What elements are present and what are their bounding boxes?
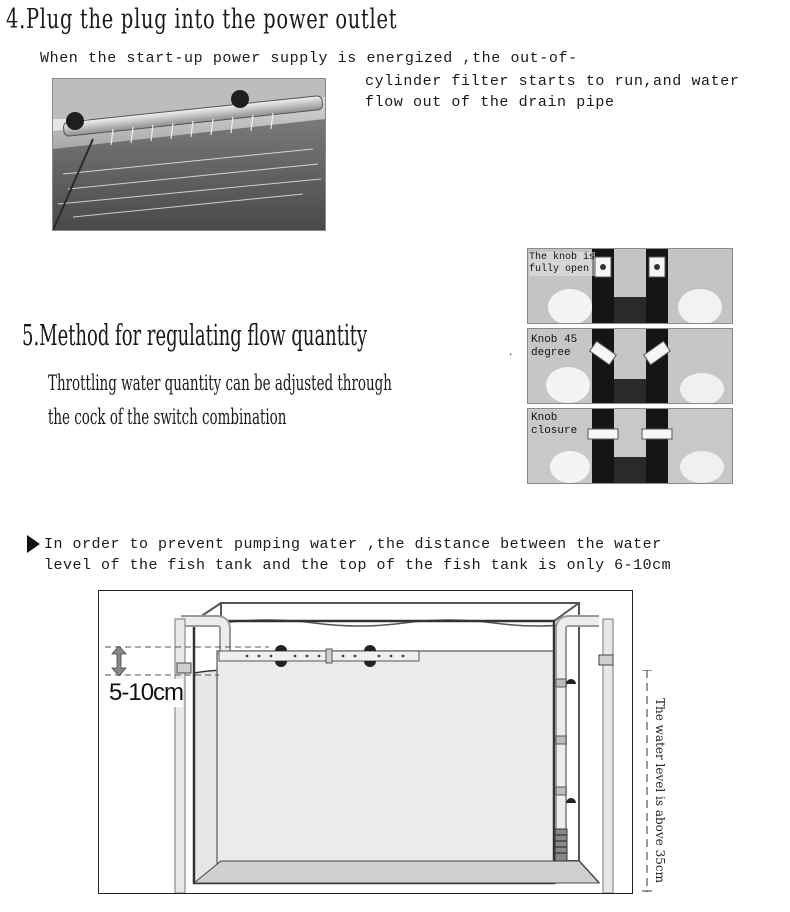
knob-45-illustration: [528, 329, 732, 403]
water-level-note: The water level is above 35cm: [653, 698, 667, 883]
knob-photo-fully-open: The knob is fully open: [527, 248, 733, 324]
knob-label-45-degree: Knob 45 degree: [531, 334, 578, 359]
knob-closed-illustration: [528, 409, 732, 483]
distance-note-line2: level of the fish tank and the top of th…: [44, 557, 672, 574]
gap-measurement-label: 5-10cm: [109, 679, 184, 707]
drain-pipe-illustration: [53, 79, 325, 230]
drain-pipe-photo: [52, 78, 326, 231]
knob-photo-closure: Knob closure: [527, 408, 733, 484]
double-arrow-icon: [111, 646, 127, 676]
water-level-dimension-line: [642, 670, 652, 892]
distance-note-line1: In order to prevent pumping water ,the d…: [44, 536, 662, 553]
step4-description-line3: flow out of the drain pipe: [365, 94, 615, 111]
step5-title: 5.Method for regulating flow quantity: [22, 318, 368, 352]
triangle-bullet-icon: [27, 535, 40, 553]
stray-dot: .: [509, 344, 513, 358]
tank-diagram: 5-10cm: [98, 590, 633, 894]
step4-description-line2: cylinder filter starts to run,and water: [365, 73, 740, 90]
water-level-note-wrapper: The water level is above 35cm: [651, 698, 671, 883]
step4-title: 4.Plug the plug into the power outlet: [6, 4, 398, 35]
step4-description-rest: cylinder filter starts to run,and water …: [365, 71, 739, 113]
distance-note: In order to prevent pumping water ,the d…: [44, 534, 671, 576]
step5-description: Throttling water quantity can be adjuste…: [48, 366, 392, 434]
knob-label-closure: Knob closure: [531, 412, 578, 437]
knob-photo-45-degree: Knob 45 degree: [527, 328, 733, 404]
step5-description-line2: the cock of the switch combination: [48, 405, 287, 429]
step5-description-line1: Throttling water quantity can be adjuste…: [48, 371, 392, 395]
tank-diagram-drawing: [105, 602, 614, 894]
knob-label-fully-open: The knob is fully open: [529, 252, 596, 276]
step4-description-line1: When the start-up power supply is energi…: [40, 50, 578, 67]
knob-open-illustration: [528, 249, 732, 323]
